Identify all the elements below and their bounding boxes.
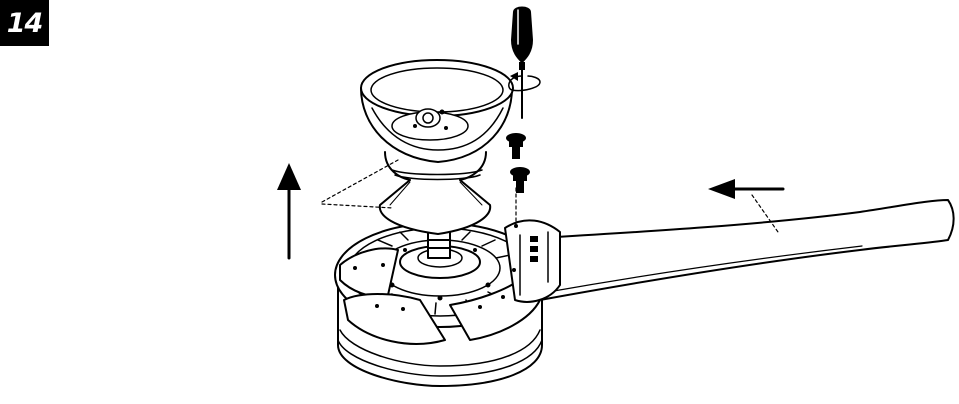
screw-icon	[510, 167, 530, 193]
step-number-badge: 14	[0, 0, 49, 46]
blade-bracket	[339, 219, 561, 345]
alignment-lines	[321, 159, 517, 226]
screwdriver-icon	[511, 6, 533, 119]
light-kit-cover	[360, 59, 514, 235]
screw-icon	[506, 133, 526, 159]
left-arrow-icon	[708, 179, 785, 233]
fan-blade	[539, 199, 955, 301]
rotation-arrow-icon	[508, 72, 541, 92]
step-number: 14	[6, 7, 44, 39]
center-shaft	[427, 231, 451, 259]
bracket-label-mark	[530, 236, 538, 262]
mounting-plate	[391, 108, 469, 141]
up-arrow-icon	[277, 163, 301, 260]
